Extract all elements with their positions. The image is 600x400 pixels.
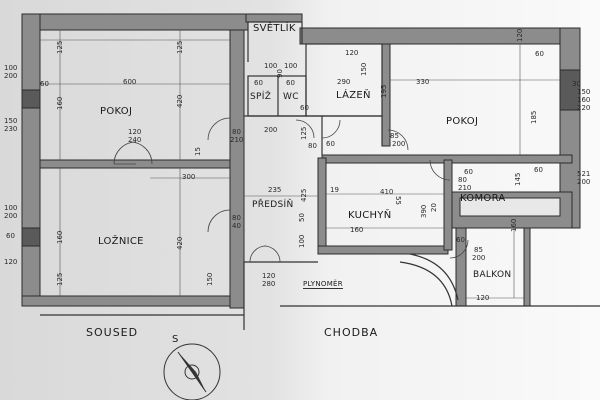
dimension-label: 120	[262, 272, 276, 280]
dimension-label: 160	[56, 230, 64, 244]
dimension-label: 19	[330, 186, 339, 194]
dimension-label: 125	[176, 40, 184, 54]
dimension-label: 200	[392, 140, 406, 148]
dimension-label: 160	[577, 96, 591, 104]
dimension-label: 150	[360, 62, 368, 76]
dimension-label: 100	[284, 62, 298, 70]
label-plynomer: PLYNOMĚR	[303, 280, 343, 289]
dimension-label: 390	[420, 204, 428, 218]
dimension-label: 50	[298, 213, 306, 222]
dimension-label: 290	[337, 78, 351, 86]
dimension-label: 80	[308, 142, 317, 150]
dimension-label: 60	[464, 168, 473, 176]
dimension-label: 425	[300, 188, 308, 202]
dimension-label: 280	[262, 280, 276, 288]
dimension-label: 60	[534, 166, 543, 174]
dimension-label: 85	[390, 132, 399, 140]
dimension-lines	[40, 30, 560, 299]
dimension-label: 80	[232, 214, 241, 222]
dimension-label: 100	[298, 234, 306, 248]
room-label-svetlik: SVĚTLÍK	[253, 23, 296, 34]
dimension-label: 120	[128, 128, 142, 136]
dimension-label: 80	[232, 128, 241, 136]
dimension-label: 60	[286, 79, 295, 87]
dimension-label: 420	[176, 236, 184, 250]
dimension-label: 125	[300, 126, 308, 140]
dimension-label: 330	[416, 78, 430, 86]
dimension-label: 80	[458, 176, 467, 184]
dimension-label: 120	[516, 28, 524, 42]
dimension-label: 120	[4, 258, 18, 266]
dimension-label: 200	[4, 72, 18, 80]
dimension-label: 210	[230, 136, 244, 144]
dimension-label: 521	[577, 170, 591, 178]
dimension-label: 30	[572, 80, 581, 88]
room-label-lazen: LÁZEŇ	[336, 90, 371, 101]
dimension-label: 420	[176, 94, 184, 108]
dimension-label: 150	[4, 117, 18, 125]
dimension-label: 20	[430, 203, 438, 212]
dimension-label: 600	[123, 78, 137, 86]
room-label-spiz: SPÍŽ	[250, 92, 272, 102]
outer-walls	[21, 13, 581, 309]
dimension-label: 125	[56, 40, 64, 54]
dimension-label: 210	[458, 184, 472, 192]
dimension-label: 100	[4, 64, 18, 72]
dimension-label: 240	[128, 136, 142, 144]
dimension-label: 200	[4, 212, 18, 220]
label-chodba: CHODBA	[324, 326, 379, 339]
dimension-label: 195	[380, 84, 388, 98]
dimension-label: 150	[206, 272, 214, 286]
dimension-label: 200	[472, 254, 486, 262]
dimension-label: 220	[577, 104, 591, 112]
dimension-label: 120	[345, 49, 359, 57]
dimension-label: 145	[514, 172, 522, 186]
dimension-label: 60	[6, 232, 15, 240]
dimension-label: 15	[194, 147, 202, 156]
dimension-label: 100	[4, 204, 18, 212]
dimension-label: 90	[276, 69, 284, 78]
dimension-label: 230	[4, 125, 18, 133]
room-label-predsin: PŘEDSÍŇ	[252, 200, 294, 210]
dimension-label: 60	[326, 140, 335, 148]
dimension-label: 200	[264, 126, 278, 134]
inner-partitions	[40, 21, 600, 330]
dimension-label: 185	[530, 110, 538, 124]
dimension-label: 410	[380, 188, 394, 196]
room-label-komora: KOMORA	[460, 193, 506, 204]
room-label-pokoj-left: POKOJ	[100, 106, 133, 117]
dimension-label: 60	[300, 104, 309, 112]
room-label-kuchyn: KUCHYŇ	[348, 210, 392, 221]
dimension-label: 60	[40, 80, 49, 88]
dimension-label: 60	[456, 236, 465, 244]
dimension-label: 160	[510, 218, 518, 232]
dimension-label: 235	[268, 186, 282, 194]
dimension-label: 125	[56, 272, 64, 286]
dimension-label: 160	[56, 96, 64, 110]
compass	[163, 343, 221, 400]
dimension-label: 55	[394, 196, 402, 205]
dimension-label: 85	[474, 246, 483, 254]
dimension-label: 60	[254, 79, 263, 87]
room-label-loznice: LOŽNICE	[98, 236, 144, 247]
label-soused: SOUSED	[86, 326, 139, 339]
dimension-label: 150	[577, 88, 591, 96]
compass-label-s: S	[172, 334, 179, 345]
dimension-label: 200	[577, 178, 591, 186]
dimension-label: 60	[535, 50, 544, 58]
dimension-label: 120	[476, 294, 490, 302]
room-label-wc: WC	[283, 92, 299, 102]
room-label-balkon: BALKON	[473, 270, 512, 280]
dimension-label: 100	[264, 62, 278, 70]
dimension-label: 300	[182, 173, 196, 181]
room-label-pokoj-right: POKOJ	[446, 116, 479, 127]
door-swings	[113, 117, 469, 263]
dimension-label: 160	[350, 226, 364, 234]
dimension-label: 40	[232, 222, 241, 230]
